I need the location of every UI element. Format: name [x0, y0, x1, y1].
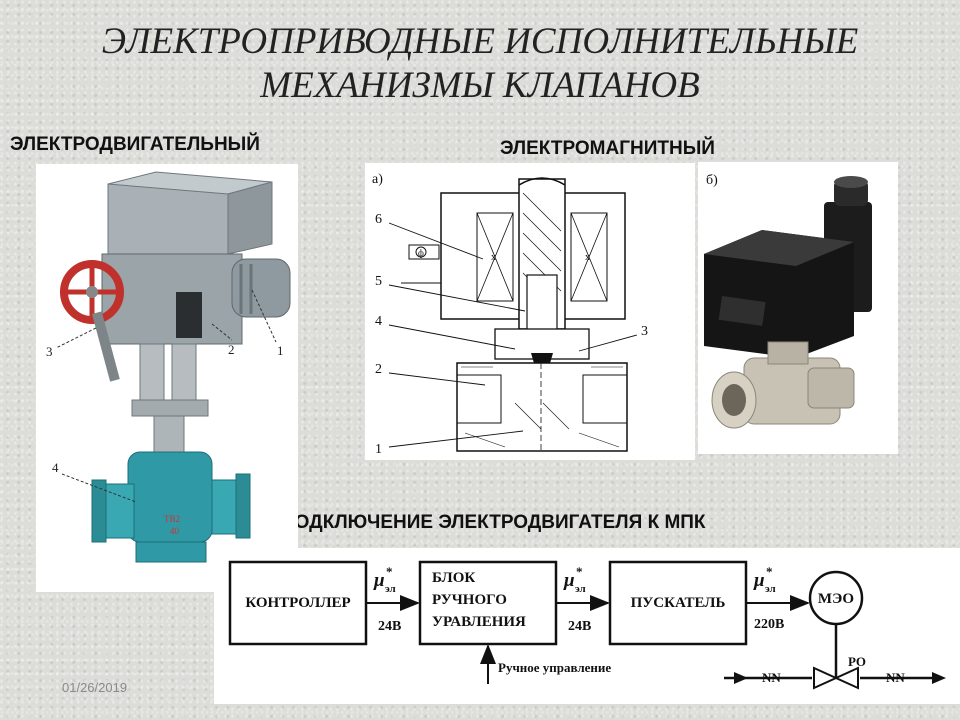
regulating-valve-left: [813, 666, 839, 690]
callout-4: 4: [52, 460, 59, 475]
connection-scheme-panel: КОНТРОЛЛЕР БЛОК РУЧНОГО УРАВЛЕНИЯ ПУСКАТ…: [214, 548, 960, 704]
photo-label-b: б): [706, 173, 718, 188]
voltage-label-1: 24В: [378, 619, 401, 634]
title-line-2: МЕХАНИЗМЫ КЛАПАНОВ: [260, 65, 700, 106]
solenoid-photo-panel: б): [698, 162, 898, 454]
solenoid-valve-photo: б): [704, 173, 872, 429]
section-heading-connection: ПОДКЛЮЧЕНИЕ ЭЛЕКТРОДВИГАТЕЛЯ К МПК: [281, 512, 706, 533]
svg-text:μ: μ: [753, 570, 765, 591]
svg-text:эл: эл: [765, 583, 776, 595]
callout-2: 2: [228, 342, 235, 357]
coil-mark-right: х: [585, 252, 590, 263]
actuator-cover: [107, 183, 229, 255]
drawing-callout-5: 5: [375, 274, 382, 289]
svg-text:эл: эл: [385, 583, 396, 595]
solenoid-cross-section: а) х х ф: [372, 172, 648, 457]
callout-3: 3: [46, 344, 53, 359]
manual-block-line3: УРАВЛЕНИЯ: [432, 614, 526, 630]
drawing-callout-6: 6: [375, 212, 382, 227]
manual-control-caption: Ручное управление: [498, 660, 611, 675]
voltage-label-3: 220В: [754, 617, 784, 632]
section-heading-motor: ЭЛЕКТРОДВИГАТЕЛЬНЫЙ: [10, 134, 260, 155]
drawing-callout-1: 1: [375, 442, 382, 457]
svg-text:*: *: [766, 564, 773, 579]
drawing-callout-2: 2: [375, 362, 382, 377]
outlet-port: [807, 367, 855, 409]
coil-body: [704, 230, 854, 358]
valve-marking-1: TB2: [164, 514, 180, 524]
valve-marking-2: 40: [170, 526, 180, 536]
drawing-label-a: а): [372, 172, 383, 187]
svg-text:*: *: [576, 564, 583, 579]
signal-label-2: μ * эл: [563, 564, 586, 595]
callout-1: 1: [277, 343, 284, 358]
svg-text:μ: μ: [373, 570, 385, 591]
meo-label: МЭО: [818, 591, 854, 607]
svg-text:μ: μ: [563, 570, 575, 591]
svg-text:эл: эл: [575, 583, 586, 595]
slide-date: 01/26/2019: [62, 680, 128, 695]
drawing-callout-3: 3: [641, 324, 648, 339]
manual-block-line1: БЛОК: [432, 570, 475, 586]
solenoid-valve-body: [456, 362, 628, 452]
motor-cylinder: [231, 258, 291, 318]
actuator-body: [101, 253, 243, 345]
motor-valve-illustration: TB2 40 1 2 3 4: [46, 171, 291, 563]
flow-label-out: NN: [886, 670, 905, 685]
connection-scheme: КОНТРОЛЛЕР БЛОК РУЧНОГО УРАВЛЕНИЯ ПУСКАТ…: [228, 560, 946, 690]
signal-label-1: μ * эл: [373, 564, 396, 595]
motor-valve-photo: TB2 40 1 2 3 4: [36, 164, 298, 592]
nameplate: [176, 292, 202, 338]
starter-label: ПУСКАТЕЛЬ: [631, 595, 726, 611]
controller-block: [228, 560, 368, 646]
section-heading-magnetic: ЭЛЕКТРОМАГНИТНЫЙ: [500, 138, 715, 159]
starter-block: [608, 560, 748, 646]
voltage-label-2: 24В: [568, 619, 591, 634]
manual-block-line2: РУЧНОГО: [432, 592, 507, 608]
connector-mark: ф: [418, 248, 424, 258]
inlet-flange: [91, 479, 107, 543]
regulating-valve-right: [833, 666, 859, 690]
flow-label-in: NN: [762, 670, 781, 685]
connector: [408, 244, 440, 260]
signal-label-3: μ * эл: [753, 564, 776, 595]
solenoid-drawing-panel: а) х х ф: [365, 163, 695, 460]
drawing-callout-4: 4: [375, 314, 382, 329]
title-line-1: ЭЛЕКТРОПРИВОДНЫЕ ИСПОЛНИТЕЛЬНЫЕ: [101, 21, 859, 62]
controller-label: КОНТРОЛЛЕР: [245, 595, 350, 611]
slide-title: ЭЛЕКТРОПРИВОДНЫЕ ИСПОЛНИТЕЛЬНЫЕ МЕХАНИЗМ…: [0, 20, 960, 108]
coil-mark-left: х: [491, 252, 496, 263]
svg-text:*: *: [386, 564, 393, 579]
regulator-label: РО: [848, 654, 866, 669]
outlet-flange: [235, 473, 251, 539]
